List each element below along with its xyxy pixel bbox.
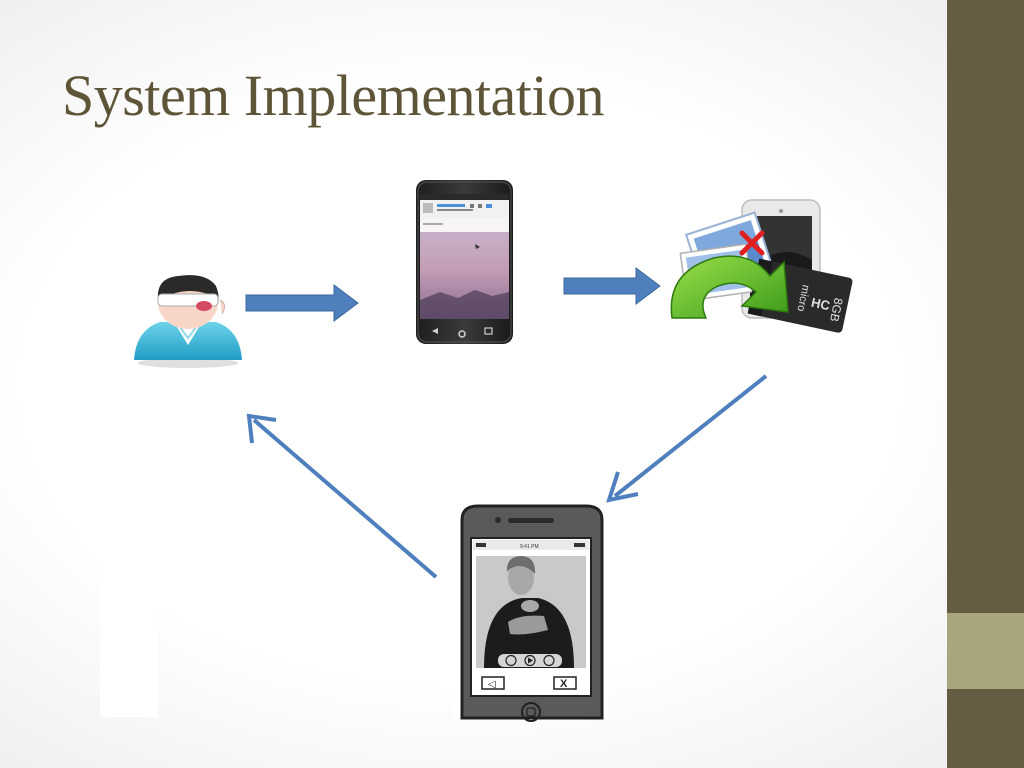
background-panel-left [100, 430, 158, 717]
arrow-phone-to-user [246, 413, 438, 579]
svg-text:HC: HC [810, 295, 832, 314]
close-button[interactable] [553, 676, 577, 690]
arrow-user-to-phone [245, 284, 359, 322]
sidebar-accent-block [947, 613, 1024, 689]
play-icon[interactable] [524, 654, 536, 667]
svg-text:micro: micro [794, 284, 811, 313]
home-button[interactable] [521, 702, 541, 722]
back-button[interactable] [481, 676, 505, 690]
arrow-storage-to-phone [606, 374, 768, 503]
status-time: 9:41 PM [520, 544, 539, 550]
rewind-icon[interactable] [505, 654, 517, 667]
close-button-label: X [560, 678, 568, 690]
storage-transfer-icon: micro HC 8GB [670, 199, 853, 333]
fast-forward-icon[interactable] [543, 654, 555, 667]
back-button-label: ◁ [488, 679, 496, 690]
sign-video-phone-icon: 9:41 PM ◁ X [460, 504, 604, 722]
signer-figure [484, 556, 574, 668]
arrow-phone-to-storage [563, 267, 661, 305]
slide-title: System Implementation [62, 63, 605, 128]
user-avatar-icon [134, 275, 242, 368]
android-phone-icon [416, 180, 513, 344]
svg-text:8GB: 8GB [827, 297, 846, 323]
